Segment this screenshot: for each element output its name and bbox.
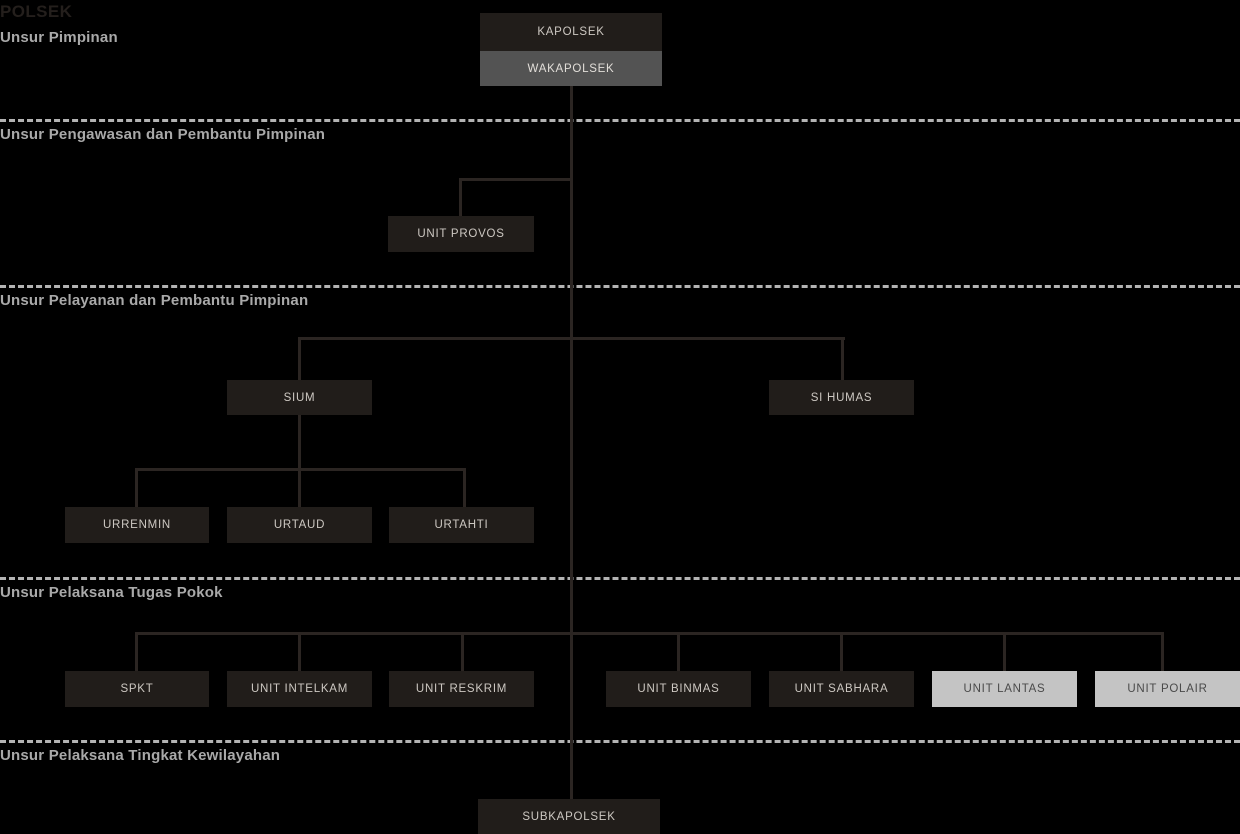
section-label-unsur-pelaksana-tugas: Unsur Pelaksana Tugas Pokok [0, 584, 223, 601]
sihumas-drop-connector [841, 337, 844, 380]
urtahti-drop-connector [463, 468, 466, 507]
node-si-humas[interactable]: SI HUMAS [769, 380, 914, 415]
node-unit-polair[interactable]: UNIT POLAIR [1095, 671, 1240, 707]
polair-drop-connector [1161, 632, 1164, 671]
provos-horizontal-connector [460, 178, 572, 181]
section-label-unsur-pelaksana-kewilayahan: Unsur Pelaksana Tingkat Kewilayahan [0, 747, 281, 764]
node-urrenmin[interactable]: URRENMIN [65, 507, 209, 543]
sium-drop-connector [298, 337, 301, 380]
main-spine-connector [570, 86, 573, 800]
sium-stem-connector [298, 415, 301, 470]
urtaud-drop-connector [298, 468, 301, 507]
section-label-unsur-pelayanan: Unsur Pelayanan dan Pembantu Pimpinan [0, 292, 309, 309]
node-wakapolsek[interactable]: WAKAPOLSEK [480, 51, 662, 86]
divider-4 [0, 740, 1240, 743]
sium-children-horizontal-connector [136, 468, 466, 471]
node-unit-binmas[interactable]: UNIT BINMAS [606, 671, 751, 707]
spkt-drop-connector [135, 632, 138, 671]
intelkam-drop-connector [298, 632, 301, 671]
node-unit-lantas[interactable]: UNIT LANTAS [932, 671, 1077, 707]
urrenmin-drop-connector [135, 468, 138, 507]
node-subkapolsek[interactable]: SUBKAPOLSEK [478, 799, 660, 834]
node-unit-sabhara[interactable]: UNIT SABHARA [769, 671, 914, 707]
divider-1 [0, 119, 1240, 122]
page-title: POLSEK [0, 2, 73, 21]
node-spkt[interactable]: SPKT [65, 671, 209, 707]
node-kapolsek[interactable]: KAPOLSEK [480, 13, 662, 51]
node-unit-provos[interactable]: UNIT PROVOS [388, 216, 534, 252]
section-label-unsur-pengawasan: Unsur Pengawasan dan Pembantu Pimpinan [0, 126, 326, 143]
section-label-unsur-pimpinan: Unsur Pimpinan [0, 29, 118, 46]
divider-3 [0, 577, 1240, 580]
pelayanan-horizontal-connector [298, 337, 845, 340]
node-urtaud[interactable]: URTAUD [227, 507, 372, 543]
node-unit-intelkam[interactable]: UNIT INTELKAM [227, 671, 372, 707]
sabhara-drop-connector [840, 632, 843, 671]
node-unit-reskrim[interactable]: UNIT RESKRIM [389, 671, 534, 707]
lantas-drop-connector [1003, 632, 1006, 671]
provos-vertical-connector [459, 178, 462, 216]
binmas-drop-connector [677, 632, 680, 671]
reskrim-drop-connector [461, 632, 464, 671]
divider-2 [0, 285, 1240, 288]
node-sium[interactable]: SIUM [227, 380, 372, 415]
tugas-pokok-horizontal-connector [136, 632, 1163, 635]
node-urtahti[interactable]: URTAHTI [389, 507, 534, 543]
